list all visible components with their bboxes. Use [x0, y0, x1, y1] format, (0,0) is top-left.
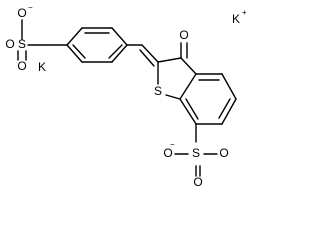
- top-sulfonate-group: [17, 19, 68, 61]
- atom-o4: O: [163, 146, 172, 160]
- thiophenone-ring: [157, 42, 197, 100]
- charge-o1: −: [28, 3, 33, 12]
- atom-o6: O: [193, 175, 202, 189]
- benzene-ring: [66, 27, 128, 63]
- atom-o-ketone: O: [179, 28, 188, 42]
- atom-s1: S: [18, 37, 26, 51]
- charge-o4: −: [170, 140, 175, 149]
- atom-o1: O: [17, 6, 26, 20]
- atom-s-ring: S: [154, 84, 162, 98]
- chemical-structure: O − S O O K K + O S S O − O O: [5, 3, 247, 189]
- charge-k-right: +: [242, 8, 247, 17]
- methylidene-bridge: [126, 44, 159, 67]
- fused-benzene-ring: [179, 73, 237, 125]
- atom-k-right: K: [232, 12, 240, 26]
- atom-o3: O: [17, 59, 26, 73]
- atom-s2: S: [192, 146, 200, 160]
- bottom-sulfonate-group: [174, 123, 218, 177]
- atom-o5: O: [219, 146, 228, 160]
- atom-o2: O: [5, 37, 14, 51]
- atom-k-left: K: [38, 60, 46, 74]
